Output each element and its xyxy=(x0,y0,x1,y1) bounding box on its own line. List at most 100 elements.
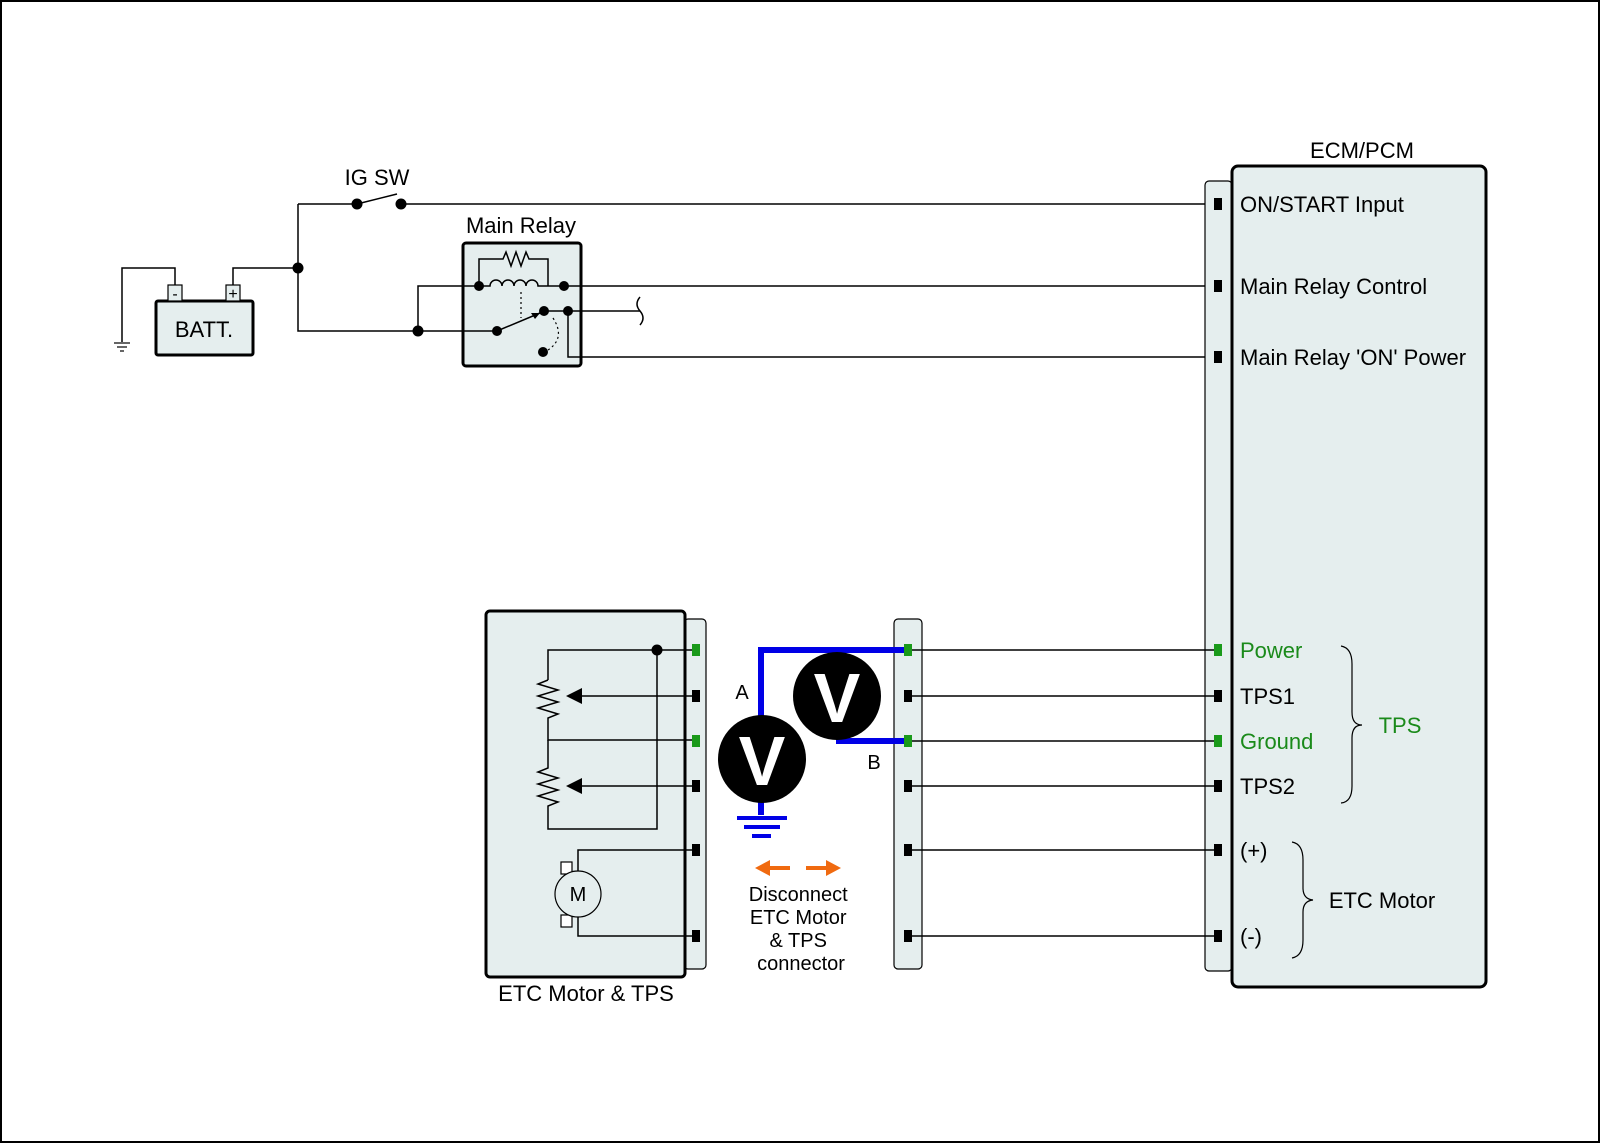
middle-connector-pin xyxy=(904,690,912,702)
ecm-pin-label: Main Relay Control xyxy=(1240,274,1427,299)
etc-motor-group-brace xyxy=(1291,841,1314,959)
ecm-box xyxy=(1230,164,1488,989)
tps2-resistor xyxy=(535,740,561,812)
etc-motor-group-label: ETC Motor xyxy=(1329,888,1435,913)
disconnect-note-line: & TPS xyxy=(770,930,827,952)
ecm-pin-label: ON/START Input xyxy=(1240,192,1404,217)
ecm-pin-label: (-) xyxy=(1240,924,1262,949)
ecm-pin-terminal xyxy=(1214,644,1222,656)
relay-switch-nc xyxy=(538,347,548,357)
ecm-pin-label: Main Relay 'ON' Power xyxy=(1240,345,1466,370)
motor-positive-wire xyxy=(577,849,696,872)
ecm-pin-terminal xyxy=(1214,844,1222,856)
arrow-right-icon xyxy=(826,860,841,876)
tps-group-label: TPS xyxy=(1379,713,1422,738)
disconnect-arrows xyxy=(755,860,841,876)
battery-pos-sign: + xyxy=(228,286,237,303)
ecm-pin-terminal xyxy=(1214,280,1222,292)
relay-switch-blade xyxy=(496,312,541,332)
probe-b-label: B xyxy=(867,752,880,774)
voltmeter-a-label: V xyxy=(739,722,786,800)
ecm-pin-label: Ground xyxy=(1240,729,1313,754)
middle-connector-pins xyxy=(904,644,1214,942)
etc-box xyxy=(484,609,687,979)
battery: - + BATT. xyxy=(154,284,255,357)
ecm-pin: (-) xyxy=(1214,924,1262,949)
main-relay-label: Main Relay xyxy=(466,213,576,238)
ecm-pin: TPS2 xyxy=(1214,774,1295,799)
arrow-left-icon xyxy=(755,860,770,876)
motor-symbol xyxy=(554,870,602,918)
voltmeter-b-label: V xyxy=(814,659,861,737)
etc-connector-pin xyxy=(692,780,700,792)
ecm-pin: Main Relay Control xyxy=(1214,274,1427,299)
etc-connector-strip xyxy=(683,618,707,970)
arrow-right-shaft xyxy=(806,866,828,870)
motor-negative-wire xyxy=(577,914,696,937)
ecm-pin-label: TPS2 xyxy=(1240,774,1295,799)
ecm-pin: Power xyxy=(1214,638,1302,663)
motor-brush-bottom xyxy=(560,914,573,928)
battery-ground-wire xyxy=(121,267,176,342)
junction-dot xyxy=(292,262,304,274)
ecm-pin: TPS1 xyxy=(1214,684,1295,709)
ecm-pin-label: TPS1 xyxy=(1240,684,1295,709)
etc-title: ETC Motor & TPS xyxy=(498,981,674,1006)
voltmeter-a: V xyxy=(718,715,806,803)
ecm-pin-terminal xyxy=(1214,930,1222,942)
ecm-title: ECM/PCM xyxy=(1310,138,1414,163)
tps1-resistor xyxy=(535,679,696,741)
etc-connector-pin xyxy=(692,644,700,656)
ecm-pin: Ground xyxy=(1214,729,1313,754)
ecm-pin: Main Relay 'ON' Power xyxy=(1214,345,1466,370)
ecm-pin: ON/START Input xyxy=(1214,192,1404,217)
main-relay-on-power-wire xyxy=(567,311,1211,358)
ecm-pin-label: (+) xyxy=(1240,838,1268,863)
etc-power-wire xyxy=(547,649,696,680)
disconnect-note-line: Disconnect xyxy=(749,884,848,906)
ecm-pin: (+) xyxy=(1214,838,1268,863)
tps1-wiper-arrow xyxy=(566,688,582,704)
probe-ground-icon xyxy=(737,816,787,838)
ig-sw-blade xyxy=(356,193,398,205)
battery-neg-sign: - xyxy=(172,286,177,303)
middle-connector-pin xyxy=(904,844,912,856)
relay-coil-feed-wire xyxy=(417,285,479,331)
ecm-pin-terminal xyxy=(1214,735,1222,747)
chassis-ground-icon xyxy=(114,342,130,352)
relay-resistor xyxy=(478,249,549,286)
middle-connector-pin xyxy=(904,780,912,792)
etc-connector-pin xyxy=(692,844,700,856)
relay-coil xyxy=(479,279,564,287)
wire-break-icon xyxy=(636,296,644,326)
etc-connector-pin xyxy=(692,930,700,942)
ecm-pin-terminal xyxy=(1214,780,1222,792)
ecm-pin-terminal xyxy=(1214,351,1222,363)
voltmeter-b: V xyxy=(793,652,881,740)
motor-label: M xyxy=(570,884,587,906)
ig-sw-label: IG SW xyxy=(345,165,410,190)
ecm-pin-terminal xyxy=(1214,198,1222,210)
disconnect-note-line: connector xyxy=(757,953,845,975)
probe-a-lead xyxy=(758,647,904,720)
ecm-pin-label: Power xyxy=(1240,638,1302,663)
ecm-pin-terminal xyxy=(1214,690,1222,702)
middle-connector-pin xyxy=(904,930,912,942)
middle-connector-pin xyxy=(904,735,912,747)
main-relay-box xyxy=(461,241,583,368)
etc-connector-pin xyxy=(692,690,700,702)
battery-positive-wire xyxy=(232,267,298,285)
probe-a-label: A xyxy=(735,682,749,704)
tps2-wiper-arrow xyxy=(566,778,582,794)
tps-group-brace xyxy=(1340,645,1363,804)
battery-bus-wire xyxy=(297,204,418,332)
middle-connector-strip xyxy=(893,618,923,970)
disconnect-note: Disconnect ETC Motor & TPS connector xyxy=(749,884,854,975)
middle-connector-pin xyxy=(904,644,912,656)
etc-connector-pins xyxy=(692,644,700,942)
arrow-left-shaft xyxy=(768,866,790,870)
relay-switch-arrowhead xyxy=(531,313,540,319)
battery-label: BATT. xyxy=(175,317,233,342)
